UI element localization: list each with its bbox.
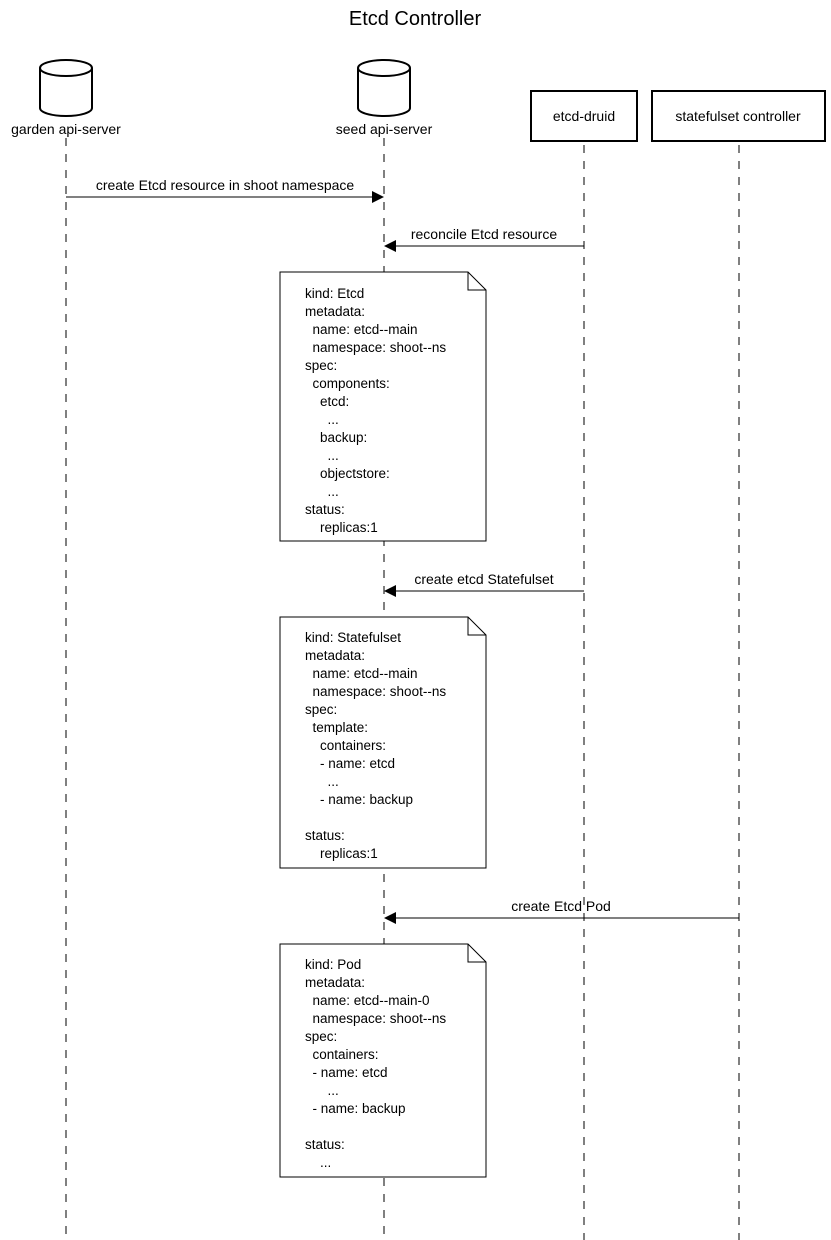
participant-box [530,90,638,142]
note-shape [279,616,487,869]
note-line: spec: [305,1029,337,1044]
note-shape [279,943,487,1178]
diagram-title: Etcd Controller [349,8,482,30]
note-line: - name: backup [305,1101,406,1116]
note-line: spec: [305,358,337,373]
message-3: create Etcd Pod [384,898,739,924]
note-line: objectstore: [305,466,390,481]
note-statefulset: kind: Statefulset metadata: name: etcd--… [279,616,487,869]
note-line: - name: etcd [305,756,395,771]
note-etcd: kind: Etcd metadata: name: etcd--main na… [279,271,487,542]
note-pod: kind: Pod metadata: name: etcd--main-0 n… [279,943,487,1178]
note-line: etcd: [305,394,349,409]
note-line: replicas:1 [305,520,378,535]
message-2: create etcd Statefulset [384,571,584,597]
note-line: metadata: [305,648,365,663]
note-line: ... [305,1155,331,1170]
note-shape [279,271,487,542]
note-line: ... [305,412,339,427]
note-line: ... [305,1083,339,1098]
note-line: status: [305,828,345,843]
participant-label: etcd-druid [553,108,615,124]
note-line: backup: [305,430,367,445]
note-line: template: [305,720,368,735]
message-0: create Etcd resource in shoot namespace [66,177,384,203]
message-label: create Etcd Pod [511,898,611,914]
database-icon [357,59,411,117]
message-label: reconcile Etcd resource [411,226,558,242]
note-line: name: etcd--main [305,666,418,681]
note-line: containers: [305,1047,379,1062]
participant-druid: etcd-druid [530,90,638,142]
note-line: containers: [305,738,386,753]
note-line: kind: Etcd [305,286,364,301]
note-line: - name: backup [305,792,413,807]
message-1: reconcile Etcd resource [384,226,584,252]
participant-box [651,90,826,142]
note-line: replicas:1 [305,846,378,861]
participant-garden: garden api-server [11,59,121,137]
message-label: create Etcd resource in shoot namespace [96,177,355,193]
note-line: namespace: shoot--ns [305,1011,446,1026]
note-line: spec: [305,702,337,717]
note-line: kind: Pod [305,957,361,972]
note-line: name: etcd--main [305,322,418,337]
note-line: metadata: [305,975,365,990]
participant-seed: seed api-server [336,59,433,137]
note-line: ... [305,484,339,499]
note-line: namespace: shoot--ns [305,684,446,699]
note-line: ... [305,448,339,463]
message-label: create etcd Statefulset [414,571,553,587]
note-line: namespace: shoot--ns [305,340,446,355]
note-line: ... [305,774,339,789]
note-line: status: [305,502,345,517]
note-line: - name: etcd [305,1065,388,1080]
participant-label: garden api-server [11,121,121,137]
participant-sts: statefulset controller [651,90,826,142]
note-line: name: etcd--main-0 [305,993,430,1008]
note-line: status: [305,1137,345,1152]
participant-label: seed api-server [336,121,433,137]
note-line: components: [305,376,390,391]
participant-label: statefulset controller [675,108,801,124]
database-icon [39,59,93,117]
note-line: kind: Statefulset [305,630,401,645]
note-line: metadata: [305,304,365,319]
